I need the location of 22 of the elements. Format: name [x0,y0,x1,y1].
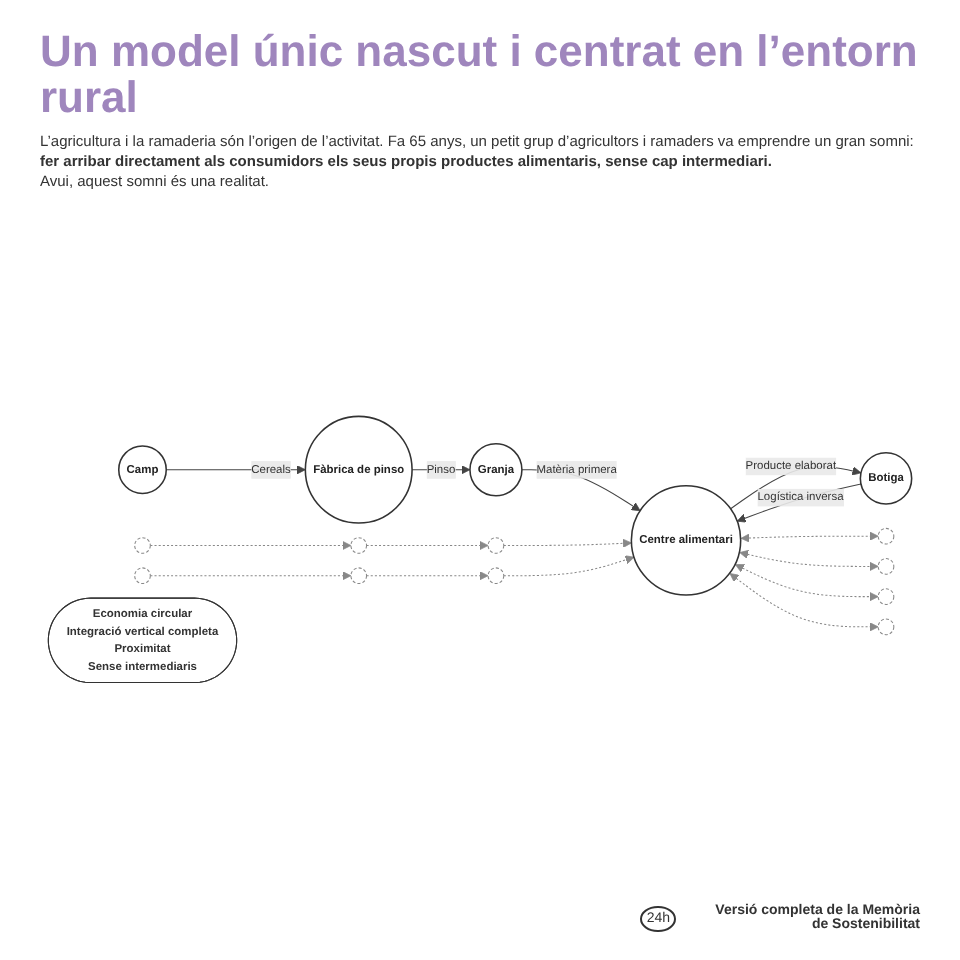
arrow [149,570,352,580]
node-circle [350,566,368,584]
arrow [729,572,879,631]
node-circle [877,557,895,574]
node-circle [877,617,895,635]
arrow [366,570,489,580]
arrow [739,549,879,571]
node-circle [487,536,505,553]
arrow [149,540,352,550]
arrow [366,540,489,550]
arrow [730,465,862,509]
node-circle [350,536,368,553]
node-circle [134,536,151,553]
arrow [740,530,879,542]
title: Un model únic nascut i centrat en l’entorn rural [40,28,920,121]
arrow [503,537,632,547]
arrow [503,554,635,576]
node-circle [877,587,895,605]
node-circle [877,526,895,544]
node-circle [134,566,151,584]
arrow [735,563,879,601]
node-circle [487,566,505,584]
